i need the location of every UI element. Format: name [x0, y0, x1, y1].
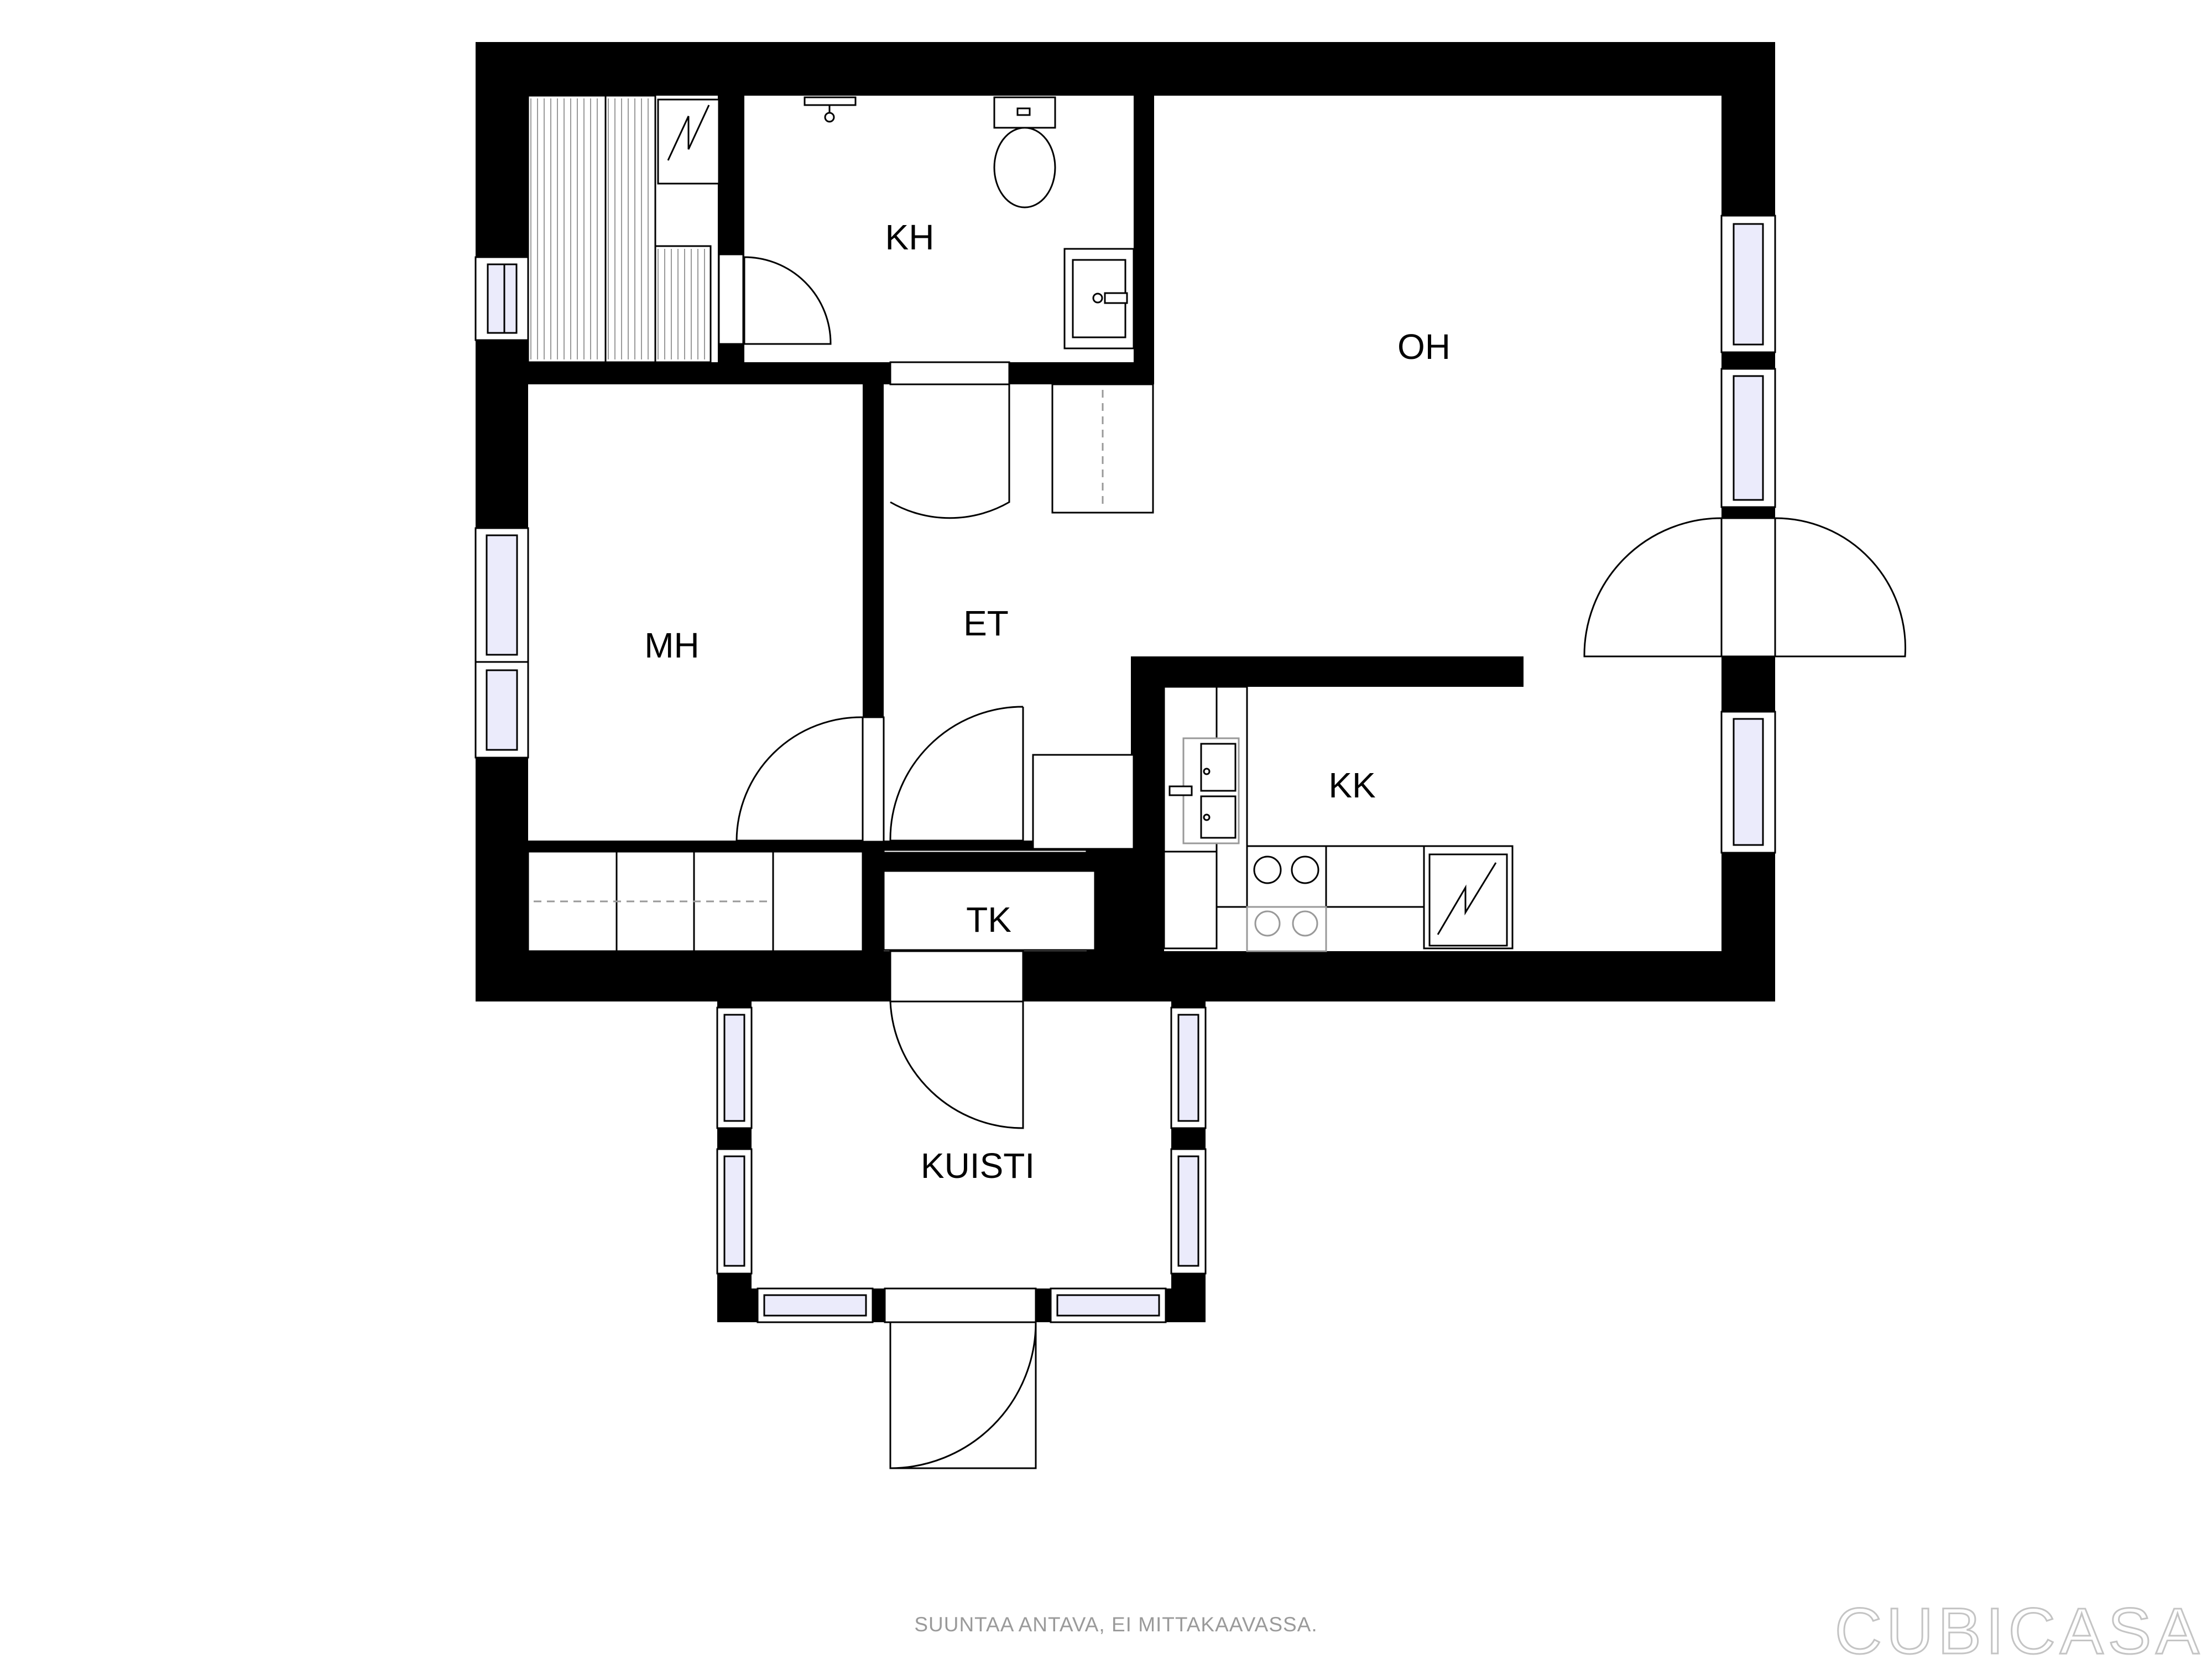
window-sauna — [474, 256, 529, 341]
door-et-closet — [889, 706, 1024, 842]
wall-kk-left — [1131, 656, 1164, 950]
window-porch-left-upper — [716, 1006, 753, 1129]
wall-bottom — [476, 951, 1775, 1001]
sauna-stove — [657, 98, 720, 185]
disclaimer-text: SUUNTAA ANTAVA, EI MITTAKAAVASSA. — [914, 1613, 1317, 1636]
window-oh-lower — [1720, 368, 1776, 508]
brand-logo: CUBICASA — [1835, 1595, 2204, 1659]
wall-left — [476, 42, 528, 1001]
door-kh — [890, 383, 1010, 519]
window-porch-bottom-right — [1050, 1287, 1167, 1323]
wall-mh-et — [863, 376, 884, 951]
door-entrance — [889, 1001, 1024, 1129]
label-et: ET — [963, 603, 1009, 643]
wall-top — [476, 42, 1775, 96]
walls — [476, 42, 1775, 1322]
opening-mh-door — [862, 716, 885, 843]
washbasin — [1063, 248, 1135, 349]
wall-sauna-bottom — [528, 362, 753, 384]
hall-wardrobe — [1051, 383, 1154, 514]
label-kk: KK — [1328, 765, 1375, 805]
room-labels: KH OH MH ET KK TK KUISTI — [644, 217, 1451, 1186]
window-porch-bottom-left — [757, 1287, 874, 1323]
opening-balcony-door — [1720, 517, 1776, 658]
shower-fixture — [804, 96, 857, 123]
wall-kk-top — [1131, 656, 1524, 687]
window-porch-right-upper — [1170, 1006, 1207, 1129]
mh-wardrobe — [527, 851, 864, 952]
tk-closet — [883, 870, 1096, 951]
label-mh: MH — [644, 625, 700, 665]
label-kuisti: KUISTI — [921, 1146, 1035, 1186]
wall-kh-oh — [1134, 96, 1154, 384]
fixtures — [527, 95, 1514, 952]
opening-kh-door — [718, 253, 744, 345]
opening-et-kh-door — [889, 361, 1010, 385]
opening-porch-door — [884, 1287, 1037, 1323]
door-mh — [735, 716, 864, 842]
sauna-bench — [527, 95, 712, 363]
label-kh: KH — [885, 217, 935, 257]
window-porch-right-lower — [1170, 1148, 1207, 1275]
opening-et-tk — [883, 849, 1088, 854]
label-tk: TK — [966, 900, 1011, 940]
door-balcony-inner — [1583, 517, 1723, 658]
window-mh-lower — [474, 661, 529, 759]
window-kk — [1720, 711, 1776, 854]
door-balcony-outer — [1774, 517, 1906, 658]
windows — [474, 215, 1776, 1323]
et-cabinet — [1032, 754, 1135, 850]
toilet — [993, 96, 1056, 208]
opening-entrance — [889, 950, 1024, 1003]
doors — [735, 256, 1906, 1469]
stove — [1246, 845, 1327, 952]
window-oh-upper — [1720, 215, 1776, 353]
door-sauna — [743, 256, 832, 345]
kitchen-sink — [1168, 737, 1240, 844]
window-porch-left-lower — [716, 1148, 753, 1275]
kitchen-appliance — [1423, 845, 1514, 950]
wall-mh-bottom — [528, 841, 863, 852]
door-porch — [889, 1322, 1037, 1469]
window-mh-upper — [474, 527, 529, 663]
label-oh: OH — [1397, 327, 1451, 367]
